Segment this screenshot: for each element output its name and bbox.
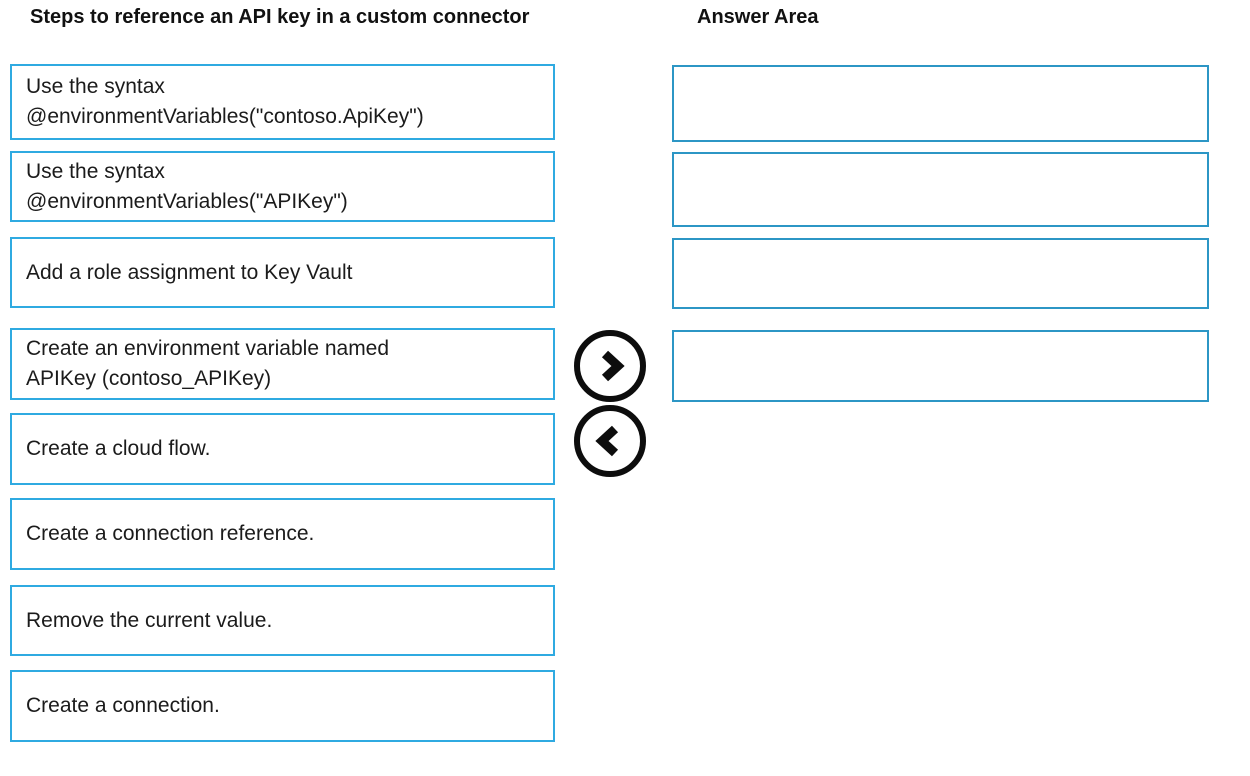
source-item[interactable]: Use the syntax @environmentVariables("co… — [10, 64, 555, 140]
answer-slot[interactable] — [672, 330, 1209, 402]
move-right-button[interactable] — [574, 330, 646, 402]
source-item[interactable]: Add a role assignment to Key Vault — [10, 237, 555, 308]
source-item[interactable]: Create an environment variable named API… — [10, 328, 555, 400]
chevron-left-icon — [590, 421, 630, 461]
answer-slot[interactable] — [672, 152, 1209, 227]
source-item[interactable]: Create a connection reference. — [10, 498, 555, 570]
answer-slot[interactable] — [672, 65, 1209, 142]
source-list-title: Steps to reference an API key in a custo… — [30, 6, 530, 28]
move-left-button[interactable] — [574, 405, 646, 477]
answer-slot[interactable] — [672, 238, 1209, 309]
chevron-right-icon — [590, 346, 630, 386]
source-item[interactable]: Remove the current value. — [10, 585, 555, 656]
answer-area-title: Answer Area — [697, 6, 819, 28]
source-item[interactable]: Create a connection. — [10, 670, 555, 742]
source-item[interactable]: Use the syntax @environmentVariables("AP… — [10, 151, 555, 222]
source-item[interactable]: Create a cloud flow. — [10, 413, 555, 485]
